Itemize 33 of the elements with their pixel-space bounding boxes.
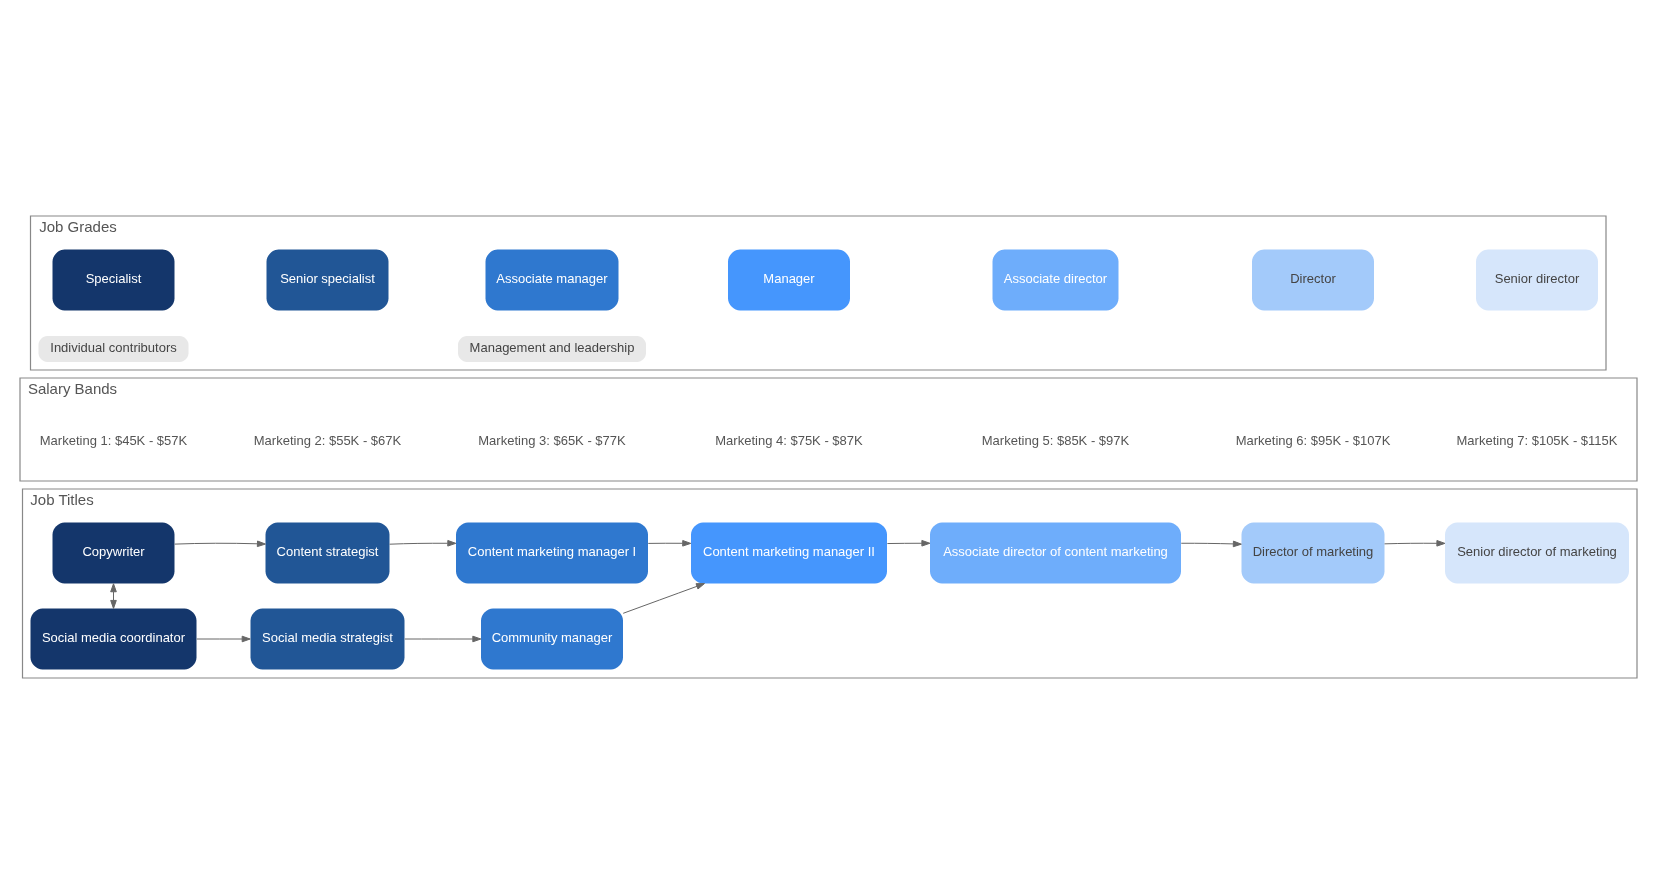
label: Marketing 7: $105K - $115K: [1456, 433, 1618, 449]
arrow: [647, 540, 692, 547]
node-box: Director: [1252, 249, 1374, 311]
arrow: [389, 539, 457, 547]
arrow: [1384, 540, 1446, 547]
arrow: [886, 539, 931, 547]
label: Marketing 4: $75K - $87K: [715, 433, 863, 449]
label: Marketing 6: $95K - $107K: [1235, 433, 1391, 449]
node-box: Senior director: [1476, 249, 1598, 311]
node-box: Social media strategist: [250, 608, 405, 670]
node-box: Associate director: [992, 249, 1119, 311]
node-box: Community manager: [481, 608, 623, 670]
node-box: Social media coordinator: [30, 608, 197, 670]
node-box: Director of marketing: [1241, 522, 1385, 584]
node-box: Manager: [728, 249, 850, 311]
arrow: [196, 635, 251, 643]
arrow: [622, 583, 705, 614]
node-box: Senior director of marketing: [1445, 522, 1629, 584]
node-box: Content marketing manager II: [691, 522, 887, 584]
node-box: Associate director of content marketing: [930, 522, 1181, 584]
arrow: [1180, 540, 1242, 548]
node-box: Copywriter: [52, 522, 175, 584]
node-box: Content strategist: [265, 522, 390, 584]
node-box: Senior specialist: [266, 249, 389, 311]
label: Marketing 1: $45K - $57K: [39, 433, 188, 449]
label: Marketing 5: $85K - $97K: [981, 433, 1130, 449]
arrow: [174, 540, 266, 548]
label: Marketing 2: $55K - $67K: [253, 433, 402, 449]
arrow: [404, 635, 482, 643]
node-box: Specialist: [52, 249, 175, 311]
label: Marketing 3: $65K - $77K: [478, 433, 626, 449]
node-box: Content marketing manager I: [456, 522, 648, 584]
node-box: Associate manager: [485, 249, 619, 311]
